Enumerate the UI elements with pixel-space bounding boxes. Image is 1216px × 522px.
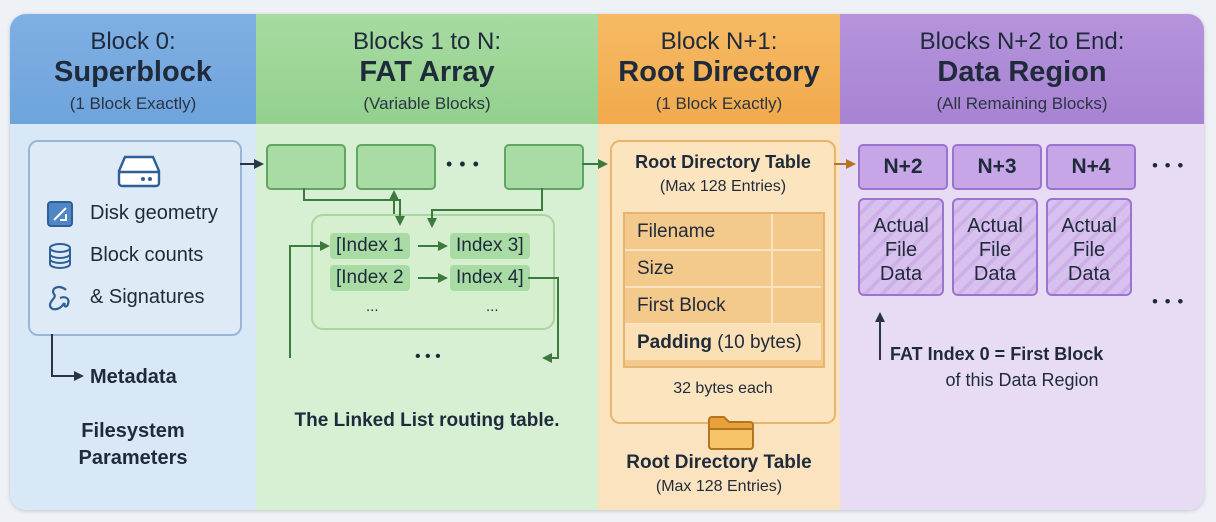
data-block-n3: N+3 — [952, 144, 1042, 190]
superblock-subtitle: (1 Block Exactly) — [69, 94, 197, 113]
entry-row-padding: Padding (10 bytes) — [625, 325, 821, 360]
root-block-label: Block N+1: — [660, 28, 778, 55]
fat-table-dots-left: ... — [366, 298, 379, 315]
fat-index-note-line2: of this Data Region — [945, 370, 1099, 390]
fat-caption: The Linked List routing table. — [294, 410, 560, 431]
directory-entry-table: Filename Size First Block Padding (10 by… — [623, 212, 825, 368]
entry-row-first-block: First Block — [625, 288, 821, 325]
signature-icon — [48, 285, 70, 311]
fat-table-dots-right: ... — [486, 298, 499, 315]
index-2-cell: [Index 2 — [330, 265, 410, 291]
fat-cell-n — [504, 144, 584, 190]
root-footer-subtitle: (Max 128 Entries) — [655, 478, 783, 495]
database-icon — [49, 243, 71, 269]
fat-header: Blocks 1 to N: FAT Array (Variable Block… — [256, 14, 598, 124]
root-subtitle: (1 Block Exactly) — [655, 94, 783, 113]
root-title: Root Directory — [618, 56, 820, 88]
index-3-cell: Index 3] — [450, 233, 530, 259]
file-data-ellipsis: • • • — [1152, 292, 1185, 311]
entry-row-filename: Filename — [625, 214, 821, 251]
data-block-label: Blocks N+2 to End: — [919, 28, 1125, 55]
fat-cell-2 — [356, 144, 436, 190]
signatures-label: & Signatures — [90, 286, 205, 308]
fat-cell-1 — [266, 144, 346, 190]
disk-geometry-label: Disk geometry — [90, 202, 218, 224]
data-header: Blocks N+2 to End: Data Region (All Rema… — [840, 14, 1204, 124]
fat-block-label: Blocks 1 to N: — [352, 28, 502, 55]
disk-geometry-icon — [47, 201, 73, 227]
metadata-box: Disk geometry Block counts & Signatures — [28, 140, 242, 336]
filename-field: Filename — [637, 221, 716, 242]
metadata-label: Metadata — [90, 366, 177, 388]
index-1-cell: [Index 1 — [330, 233, 410, 259]
data-block-n2: N+2 — [858, 144, 948, 190]
root-table-title: Root Directory Table — [635, 152, 811, 172]
data-block-n4: N+4 — [1046, 144, 1136, 190]
folder-icon — [708, 416, 754, 450]
root-footer-title: Root Directory Table — [626, 452, 812, 473]
first-block-field: First Block — [637, 295, 726, 316]
data-title: Data Region — [937, 56, 1107, 88]
root-table-subtitle: (Max 128 Entries) — [659, 178, 787, 195]
data-blocks-ellipsis: • • • — [1152, 156, 1185, 175]
entry-row-size: Size — [625, 251, 821, 288]
superblock-block-label: Block 0: — [90, 28, 176, 55]
root-header: Block N+1: Root Directory (1 Block Exact… — [598, 14, 840, 124]
data-subtitle: (All Remaining Blocks) — [936, 94, 1108, 113]
hard-drive-icon — [117, 155, 161, 188]
fat-title: FAT Array — [359, 56, 495, 88]
block-counts-label: Block counts — [90, 244, 204, 266]
superblock-header: Block 0: Superblock (1 Block Exactly) — [10, 14, 256, 124]
fat-loop-ellipsis: • • • — [415, 348, 441, 365]
size-field: Size — [637, 258, 674, 279]
fat-index-note-line1: FAT Index 0 = First Block — [890, 344, 1104, 364]
fat-cells-ellipsis: • • • — [446, 154, 480, 174]
parameters-label: Parameters — [78, 447, 188, 469]
filesystem-layout-diagram: Block 0: Superblock (1 Block Exactly) Bl… — [10, 14, 1204, 510]
padding-field: Padding (10 bytes) — [637, 332, 802, 353]
connector-arrows — [51, 159, 885, 381]
entry-size-label: 32 bytes each — [673, 380, 773, 397]
superblock-title: Superblock — [54, 56, 212, 88]
fat-subtitle: (Variable Blocks) — [363, 94, 491, 113]
index-4-cell: Index 4] — [450, 265, 530, 291]
filesystem-label: Filesystem — [81, 420, 185, 442]
